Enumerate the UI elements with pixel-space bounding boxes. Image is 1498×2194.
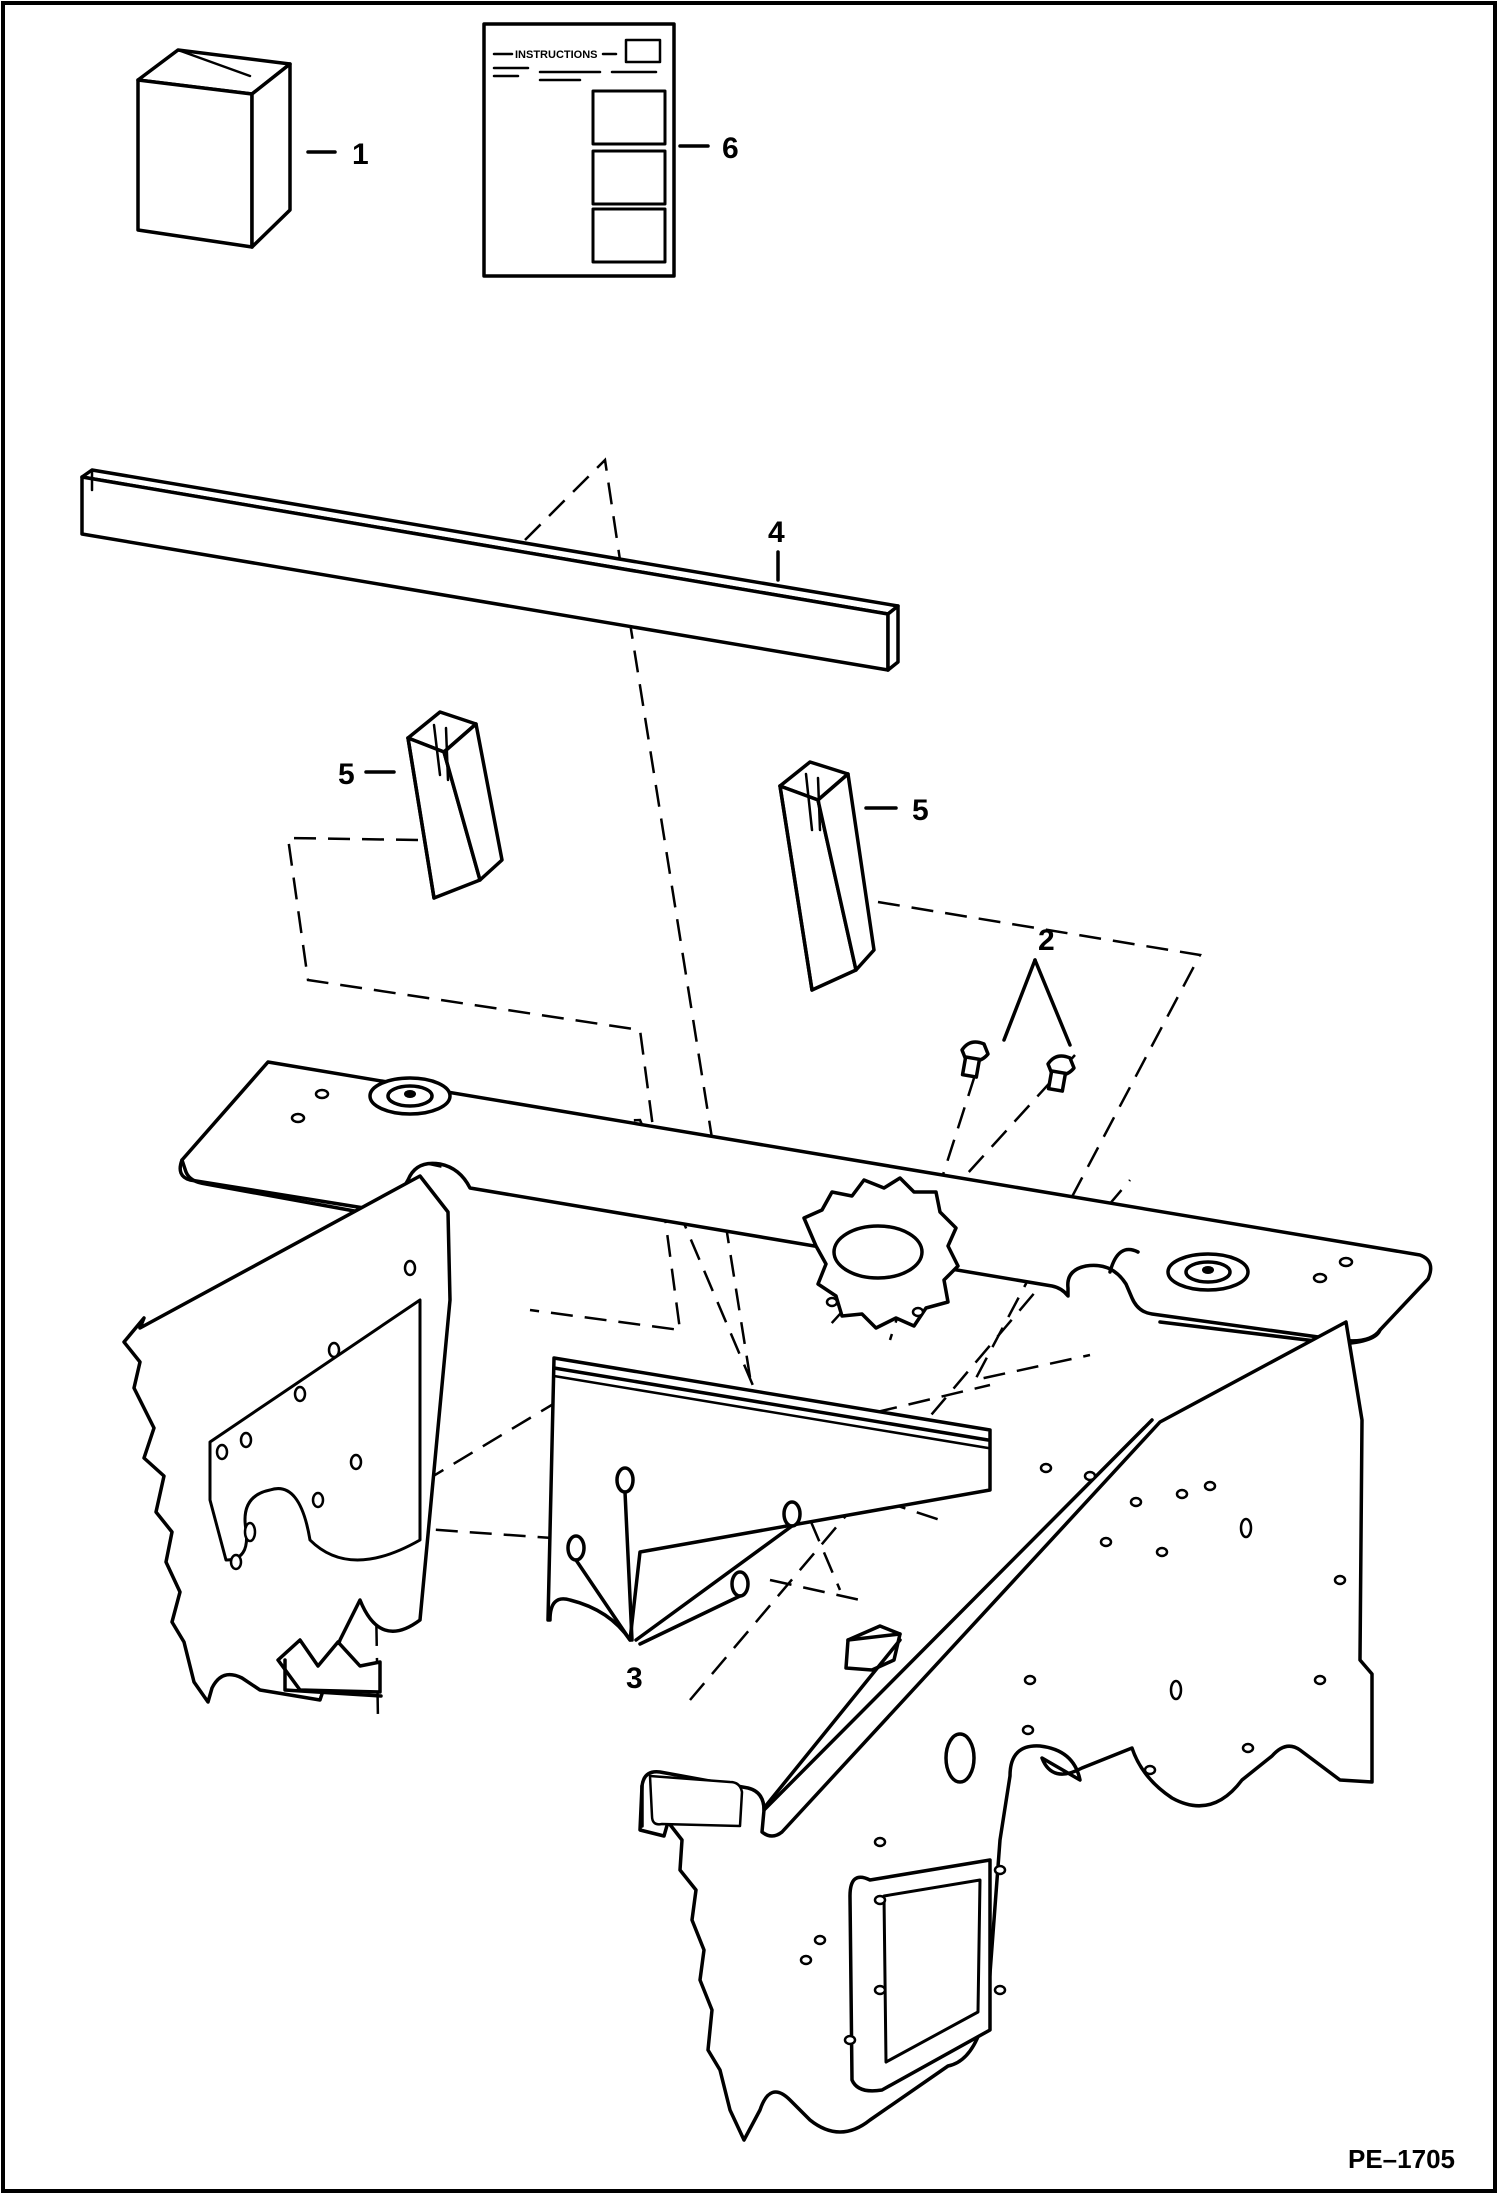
item-5-block-left [406, 710, 504, 900]
instructions-heading: INSTRUCTIONS [515, 49, 598, 61]
item-5-block-right [778, 760, 876, 992]
callout-5-right: 5 [912, 794, 929, 827]
callout-2: 2 [1038, 924, 1055, 957]
bolt-left [960, 1040, 990, 1079]
item-6-instruction-sheet: INSTRUCTIONS [482, 22, 676, 278]
main-frame: 3 [122, 1060, 1433, 2142]
figure-code: PE–1705 [1348, 2144, 1455, 2174]
item-3-fasteners [566, 1466, 802, 1646]
callout-5-left: 5 [338, 758, 355, 791]
callout-6: 6 [722, 132, 739, 165]
item-2-bolts [960, 958, 1076, 1093]
item-4-cross-bar [80, 468, 900, 672]
callout-4: 4 [768, 516, 785, 549]
callout-1: 1 [352, 138, 369, 171]
callout-3: 3 [626, 1662, 643, 1695]
bolt-right [1046, 1054, 1076, 1093]
item-1-box [136, 48, 292, 249]
